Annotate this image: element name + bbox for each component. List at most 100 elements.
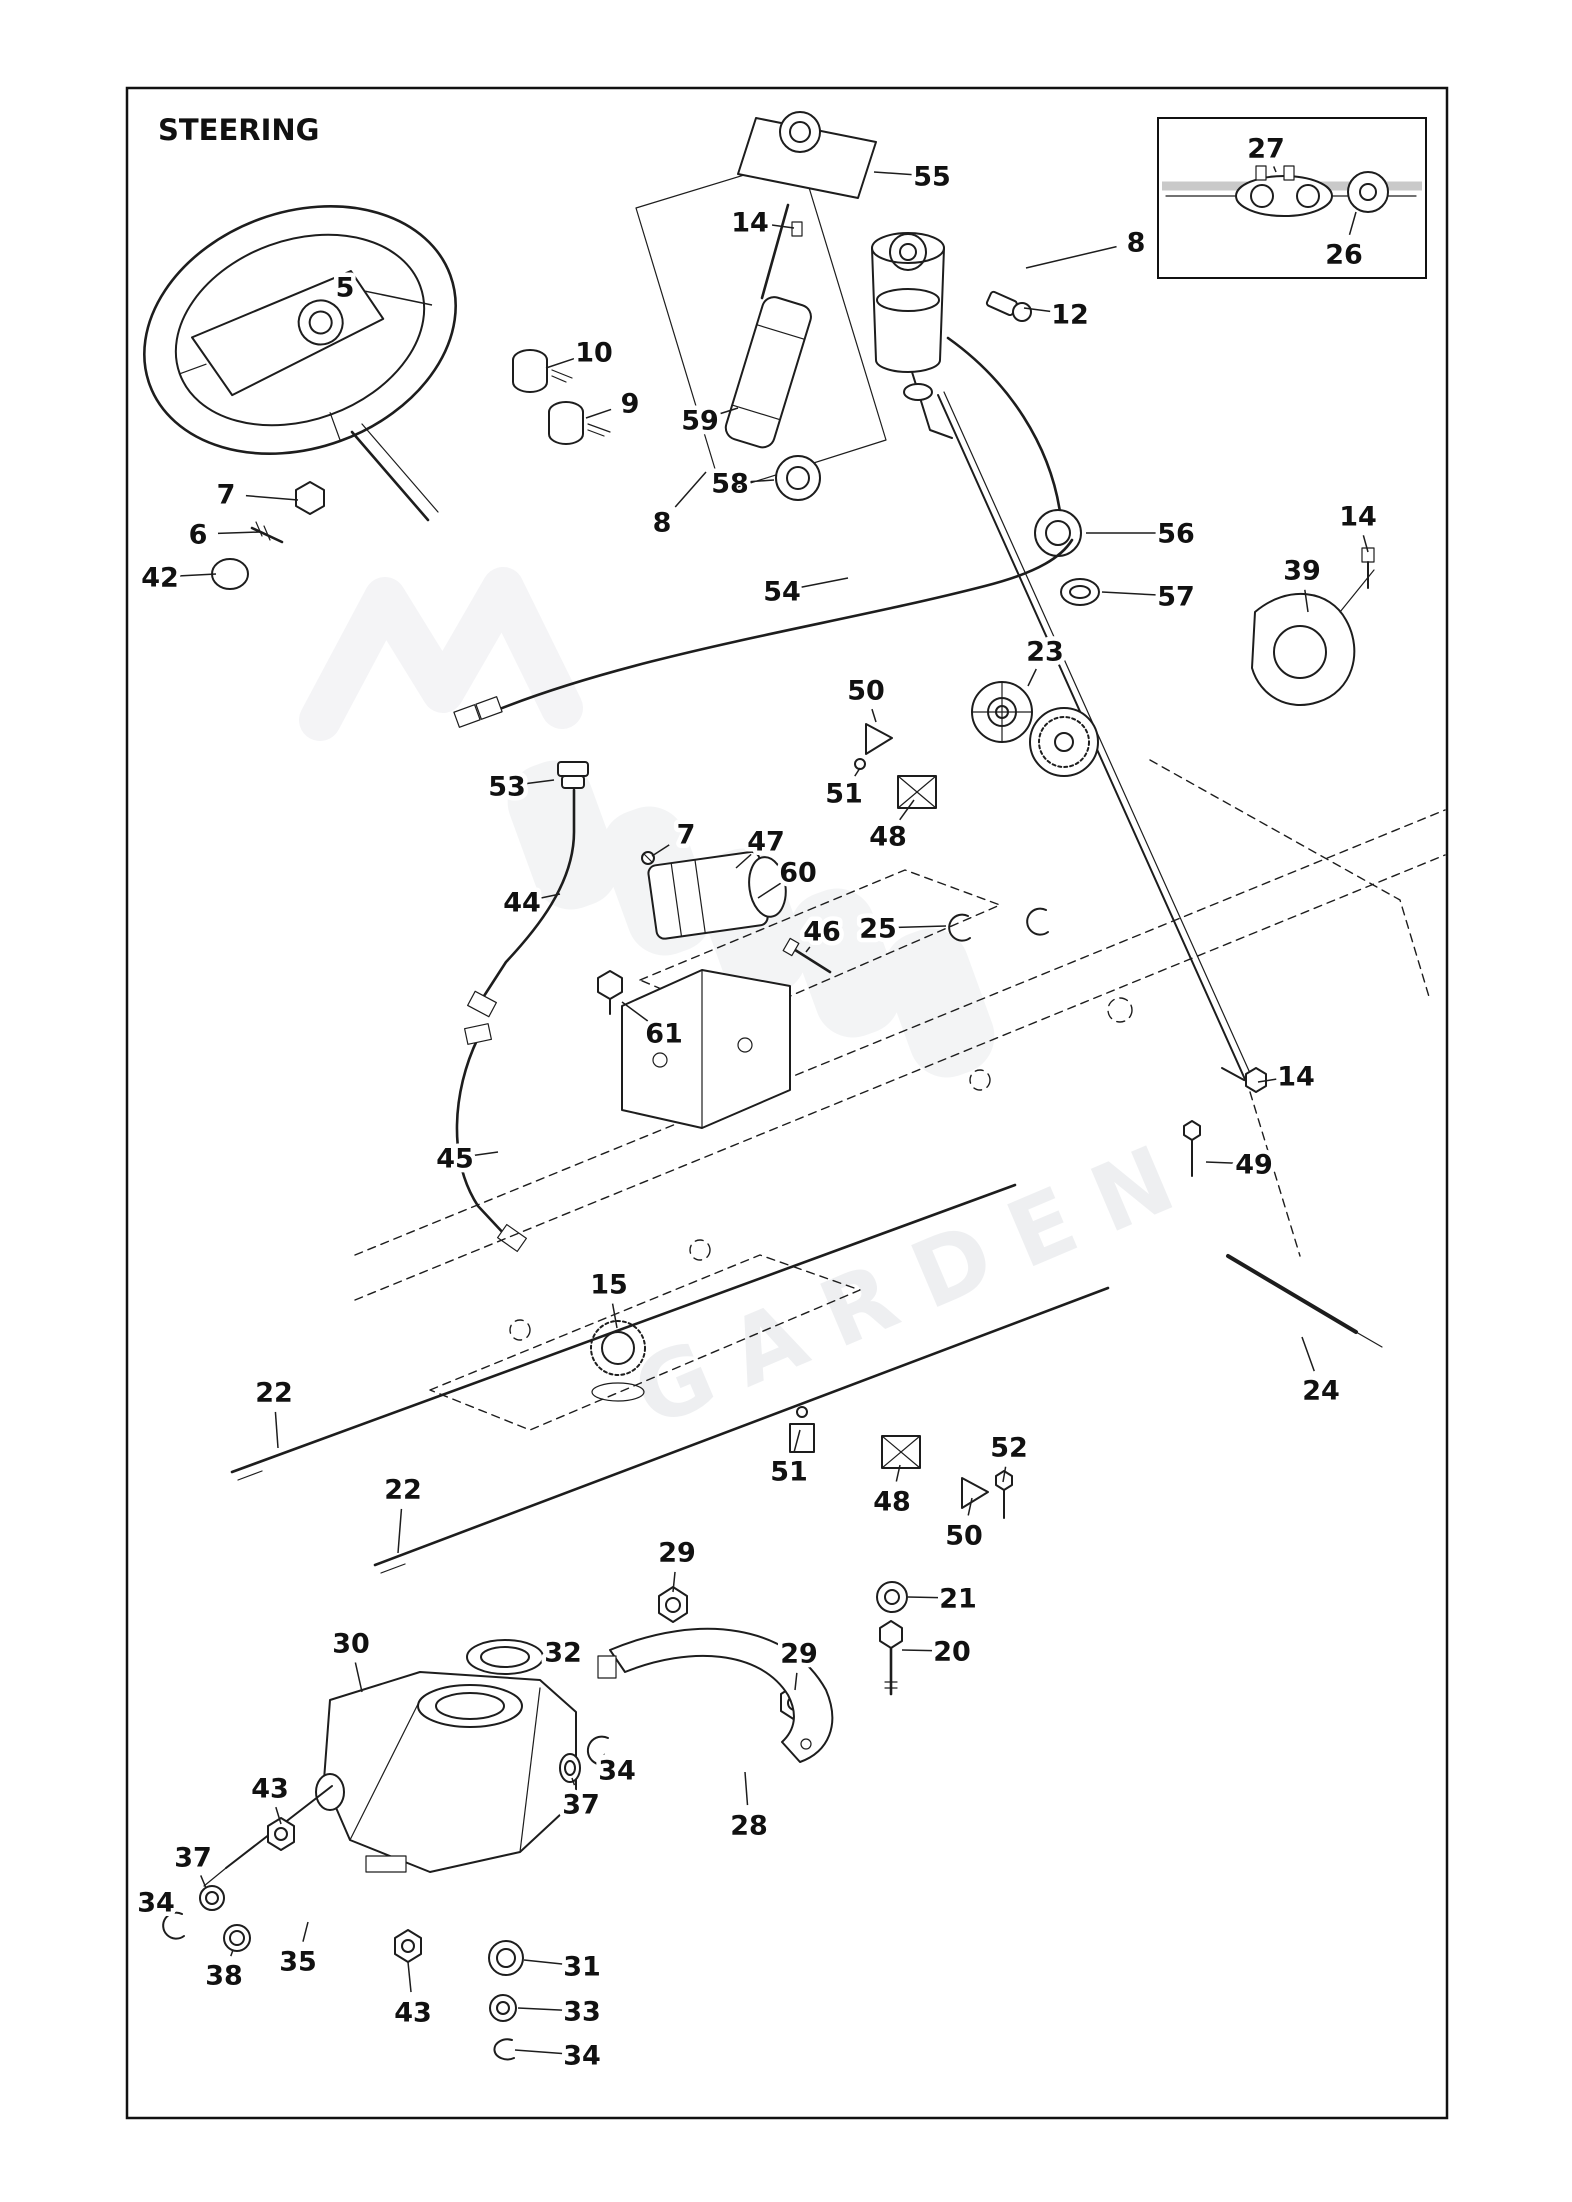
- part-callout-34: 34: [598, 1755, 636, 1786]
- leader-line-59: [718, 407, 739, 415]
- part-callout-34: 34: [137, 1887, 175, 1918]
- bushing-31: [488, 1940, 524, 1976]
- leader-line-14: [769, 223, 795, 229]
- part-callout-37: 37: [562, 1789, 600, 1820]
- steering-shaft-long: [937, 391, 1301, 1257]
- leader-line-55: [873, 171, 913, 176]
- leader-line-14: [1362, 535, 1369, 553]
- part-callout-43: 43: [394, 1997, 432, 2028]
- leader-line-14: [1257, 1078, 1277, 1083]
- leader-line-42: [179, 573, 217, 577]
- washer-21: [876, 1581, 908, 1613]
- leader-line-29: [672, 1571, 676, 1593]
- part-callout-55: 55: [913, 161, 951, 192]
- pipe-elbow: [467, 990, 497, 1018]
- leader-line-7: [651, 844, 670, 857]
- bearing-ring-32: [466, 1639, 544, 1675]
- part-callout-48: 48: [869, 821, 907, 852]
- steering-gearbox-30: [315, 1671, 577, 1873]
- hose-end-fitting: [453, 696, 503, 728]
- part-callout-23: 23: [1026, 636, 1064, 667]
- part-callout-8: 8: [1127, 227, 1146, 258]
- steering-wheel: [143, 205, 457, 455]
- bolt-14-lower: [1221, 1067, 1267, 1093]
- part-callout-51: 51: [770, 1456, 808, 1487]
- steel-pipe-44: [482, 788, 576, 998]
- part-callout-29: 29: [780, 1638, 818, 1669]
- part-callout-31: 31: [563, 1951, 601, 1982]
- leader-line-24: [1301, 1336, 1315, 1372]
- part-callout-12: 12: [1051, 299, 1089, 330]
- part-callout-61: 61: [645, 1018, 683, 1049]
- circlip-25b: [1026, 907, 1049, 936]
- leader-line-5: [364, 290, 433, 306]
- part-callout-21: 21: [939, 1583, 977, 1614]
- leader-line-15: [611, 1303, 618, 1329]
- steering-rod-24: [1226, 1254, 1383, 1348]
- leader-line-49: [1205, 1161, 1235, 1164]
- part-callout-38: 38: [205, 1960, 243, 1991]
- bolt-49: [1183, 1120, 1201, 1177]
- leader-line-50: [871, 708, 877, 723]
- bolt-14-right: [1361, 547, 1375, 589]
- part-callout-26: 26: [1325, 239, 1363, 270]
- part-callout-43: 43: [251, 1773, 289, 1804]
- upper-mount-plate-55: [737, 111, 877, 237]
- leader-line-52: [1002, 1466, 1007, 1483]
- leader-line-54: [801, 577, 849, 588]
- leader-line-48: [899, 799, 915, 821]
- tie-rod-22a: [230, 1183, 1017, 1481]
- console-bracket: [621, 969, 791, 1129]
- part-callout-7: 7: [217, 479, 236, 510]
- part-callout-10: 10: [575, 337, 613, 368]
- leader-line-12: [1023, 307, 1051, 313]
- hose-45: [455, 1023, 528, 1253]
- part-callout-58: 58: [711, 468, 749, 499]
- leader-line-50: [967, 1497, 973, 1516]
- part-callout-44: 44: [503, 887, 541, 918]
- leader-line-27: [1272, 166, 1277, 173]
- sector-cover-28: [597, 1627, 834, 1763]
- grommet-56: [1034, 509, 1082, 557]
- leader-line-26: [1348, 211, 1357, 235]
- nut-43b: [394, 1929, 422, 1963]
- part-callout-25: 25: [859, 913, 897, 944]
- part-callout-45: 45: [436, 1143, 474, 1174]
- leader-line-37: [200, 1875, 207, 1889]
- nut-7-top: [295, 481, 325, 515]
- leader-line-53: [526, 779, 555, 785]
- part-callout-32: 32: [544, 1637, 582, 1668]
- part-callout-35: 35: [279, 1946, 317, 1977]
- part-callout-5: 5: [336, 272, 355, 303]
- inset-box: [1157, 117, 1427, 279]
- steering-damper-59: [724, 203, 821, 501]
- leader-line-22: [397, 1508, 403, 1554]
- leader-line-51: [854, 767, 861, 777]
- support-bracket-39: [1251, 547, 1375, 706]
- leader-line-44: [541, 893, 561, 899]
- callout-layer: 5764210959588145581256575439142350514853…: [133, 129, 1382, 2076]
- washer-37-left: [199, 1885, 225, 1911]
- part-callout-60: 60: [779, 857, 817, 888]
- leader-line-61: [621, 1001, 649, 1022]
- part-callout-15: 15: [590, 1269, 628, 1300]
- part-callout-46: 46: [803, 916, 841, 947]
- watermark-text: GARDEN: [619, 1115, 1215, 1449]
- washer-37-mid: [559, 1753, 581, 1783]
- bolt-20: [879, 1620, 903, 1696]
- screw-51-lower: [796, 1406, 808, 1418]
- steering-wheel-shaft: [211, 423, 439, 590]
- page-title: STEERING: [158, 113, 319, 147]
- ring-34-mid: [586, 1735, 611, 1766]
- steering-valve-unit-8: [871, 232, 1062, 514]
- bolt-14-top: [791, 221, 803, 237]
- part-callout-6: 6: [189, 519, 208, 550]
- part-callout-30: 30: [332, 1628, 370, 1659]
- circlip-25a: [948, 913, 971, 942]
- washer-33: [489, 1994, 517, 2022]
- cable-clamp-upper: [854, 723, 937, 809]
- leader-line-47: [735, 853, 752, 869]
- leader-line-22: [274, 1411, 279, 1449]
- leader-line-34: [514, 2049, 563, 2055]
- shaft-coupling-10: [512, 349, 573, 393]
